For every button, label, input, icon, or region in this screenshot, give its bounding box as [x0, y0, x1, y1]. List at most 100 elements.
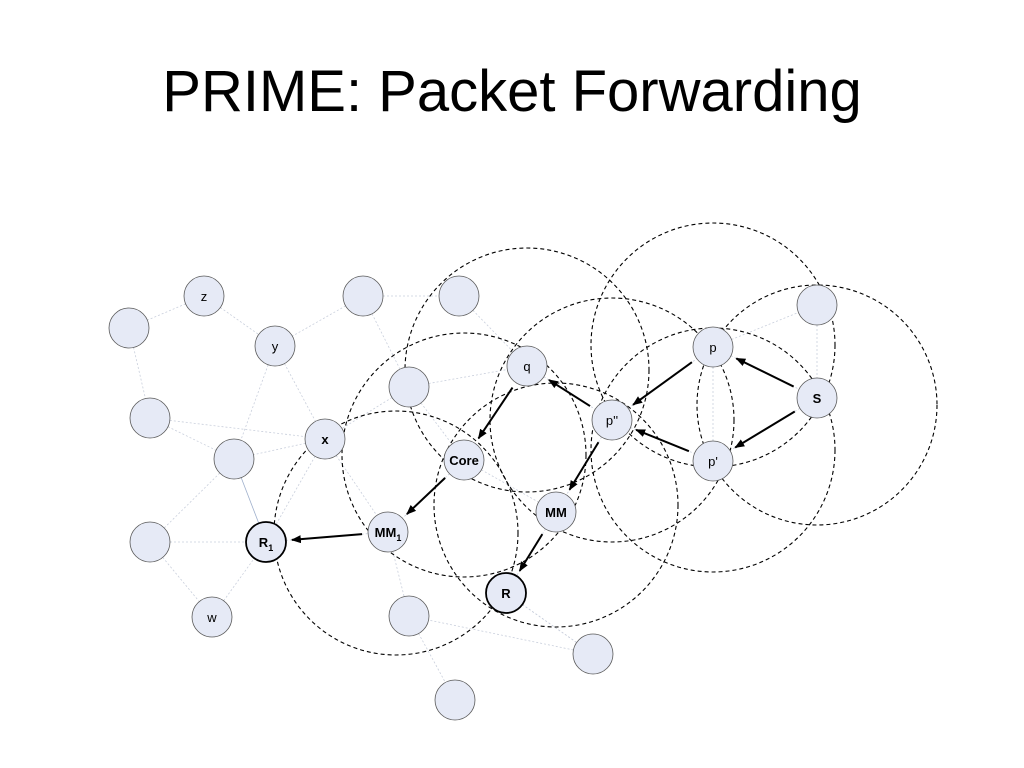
forward-arrow-p1-p2: [635, 428, 690, 453]
node-label-text: z: [201, 289, 208, 304]
node-n2: [129, 397, 171, 439]
node-label-S: S: [813, 391, 822, 406]
range-circle-p2: [489, 297, 735, 543]
node-label-text: R: [501, 586, 511, 601]
node-MM1: MM1: [367, 511, 409, 553]
node-Core: Core: [443, 439, 485, 481]
range-circle-MM1: [273, 410, 519, 656]
node-p: p: [692, 326, 734, 368]
node-circle-n6: [342, 275, 384, 317]
node-circle-n2: [129, 397, 171, 439]
node-n10: [434, 679, 476, 721]
link-n11-n9: [408, 615, 594, 655]
node-circle-R: [485, 572, 527, 614]
node-circle-n7: [438, 275, 480, 317]
node-label-text: MM: [545, 505, 567, 520]
node-circle-z: [183, 275, 225, 317]
forward-arrow-S-p1: [734, 410, 796, 449]
node-circle-R1: [245, 521, 287, 563]
node-circle-q: [506, 345, 548, 387]
node-circle-Core: [443, 439, 485, 481]
node-label-subscript: 1: [396, 533, 401, 543]
link-p2-p: [611, 346, 714, 421]
node-label-p2: p'': [606, 413, 618, 428]
node-n8: [388, 366, 430, 408]
node-circle-n8: [388, 366, 430, 408]
node-label-y: y: [272, 339, 279, 354]
node-circle-w: [191, 596, 233, 638]
forward-arrow-MM-R: [518, 533, 544, 572]
node-label-MM1: MM1: [375, 525, 402, 543]
node-circle-MM: [535, 491, 577, 533]
node-label-p1: p': [708, 454, 718, 469]
node-label-R: R: [501, 586, 511, 601]
node-label-text: q: [523, 359, 530, 374]
node-circle-n4: [129, 521, 171, 563]
node-n12: [796, 284, 838, 326]
node-circle-n11: [572, 633, 614, 675]
forward-arrow-S-p: [735, 357, 795, 388]
forward-arrow-q-Core: [477, 387, 514, 440]
node-label-text: w: [206, 610, 217, 625]
node-x: x: [304, 418, 346, 460]
node-label-text: x: [321, 432, 329, 447]
forwarding-path: [290, 357, 796, 572]
node-circle-y: [254, 325, 296, 367]
node-y: y: [254, 325, 296, 367]
node-label-text: R: [259, 535, 269, 550]
node-z: z: [183, 275, 225, 317]
node-label-Core: Core: [449, 453, 479, 468]
node-p2: p'': [591, 399, 633, 441]
node-n9: [388, 595, 430, 637]
slide-title: PRIME: Packet Forwarding: [162, 59, 862, 124]
node-label-text: MM: [375, 525, 397, 540]
node-circle-S: [796, 377, 838, 419]
node-label-text: p'': [606, 413, 618, 428]
node-label-text: Core: [449, 453, 479, 468]
node-circle-n12: [796, 284, 838, 326]
forward-arrow-p-p2: [632, 361, 693, 406]
node-S: S: [796, 377, 838, 419]
node-n4: [129, 521, 171, 563]
forward-arrow-p2-MM: [568, 441, 600, 491]
range-circle-q: [404, 247, 650, 493]
node-circle-p1: [692, 440, 734, 482]
node-label-q: q: [523, 359, 530, 374]
node-circle-n1: [108, 307, 150, 349]
node-label-text: p: [709, 340, 716, 355]
node-label-subscript: 1: [268, 543, 273, 553]
node-n6: [342, 275, 384, 317]
node-label-R1: R1: [259, 535, 273, 553]
node-circle-n3: [213, 438, 255, 480]
node-R1: R1: [245, 521, 287, 563]
node-label-x: x: [321, 432, 329, 447]
node-MM: MM: [535, 491, 577, 533]
node-circle-n9: [388, 595, 430, 637]
node-label-z: z: [201, 289, 208, 304]
node-q: q: [506, 345, 548, 387]
node-label-text: p': [708, 454, 718, 469]
forward-arrow-MM1-R1: [290, 533, 363, 544]
node-label-text: S: [813, 391, 822, 406]
node-circle-p2: [591, 399, 633, 441]
node-n3: [213, 438, 255, 480]
forward-arrow-p2-q: [548, 379, 591, 407]
node-p1: p': [692, 440, 734, 482]
forward-arrow-Core-MM1: [406, 477, 446, 515]
link-n2-x: [149, 417, 326, 440]
node-circle-n10: [434, 679, 476, 721]
node-circle-MM1: [367, 511, 409, 553]
range-circle-S: [696, 284, 938, 526]
node-circle-x: [304, 418, 346, 460]
node-label-w: w: [206, 610, 217, 625]
node-n1: [108, 307, 150, 349]
node-w: w: [191, 596, 233, 638]
range-circle-Core: [341, 332, 587, 578]
node-circle-p: [692, 326, 734, 368]
node-R: R: [485, 572, 527, 614]
node-label-p: p: [709, 340, 716, 355]
node-n7: [438, 275, 480, 317]
node-n11: [572, 633, 614, 675]
